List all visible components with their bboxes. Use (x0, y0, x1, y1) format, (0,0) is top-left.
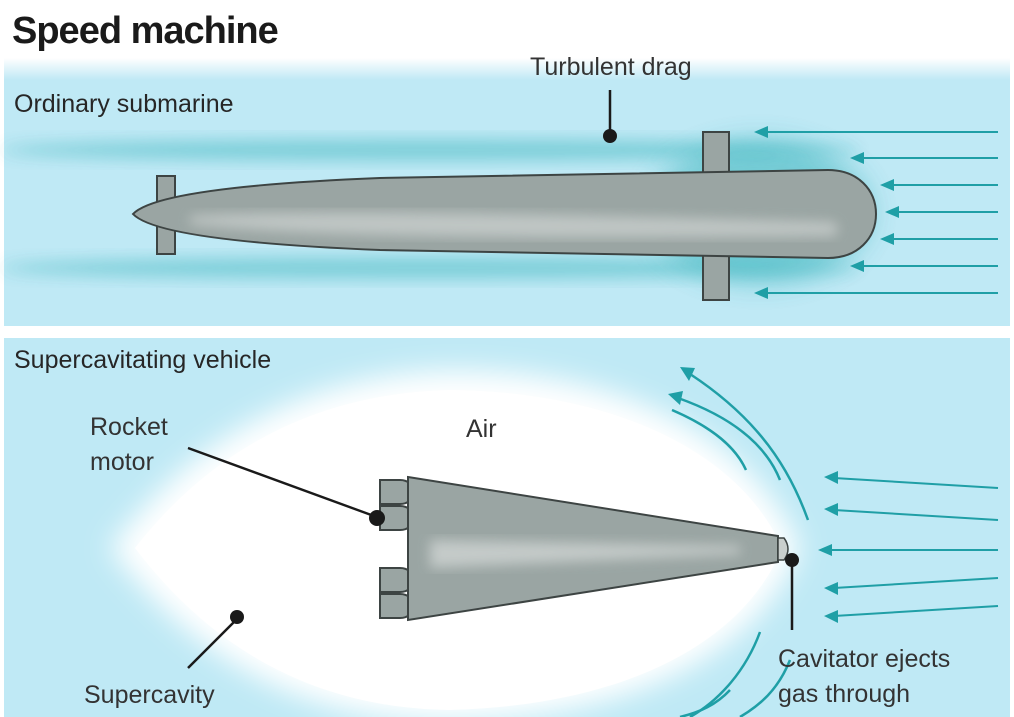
panel-label-supercavitating-vehicle: Supercavitating vehicle (14, 346, 272, 374)
cavitator-leader (785, 553, 799, 630)
vehicle-highlight (430, 540, 740, 568)
arrowhead-icon (668, 391, 683, 405)
deflection-arrowheads-upper (668, 367, 695, 405)
arrowhead-icon (824, 610, 838, 623)
arrowhead-icon (754, 287, 768, 299)
deflection-arrows-lower (679, 631, 792, 717)
ordinary-submarine (131, 131, 878, 301)
wake-upper (0, 140, 860, 160)
cavitator-nose (777, 537, 789, 561)
water-panel-top-fade (4, 58, 1010, 80)
arrowhead-icon (850, 152, 864, 164)
label-turbulent-drag: Turbulent drag (530, 53, 692, 81)
flow-arrows-bottom (818, 471, 999, 623)
arrowhead-icon (824, 582, 838, 595)
flow-arrow (671, 408, 748, 471)
leader-dot (369, 510, 385, 526)
flow-arrow (689, 372, 810, 521)
leader-line (187, 446, 375, 518)
label-cavitator-line2: gas through (778, 680, 911, 708)
submarine-hull-highlight (190, 212, 838, 238)
arrowhead-icon (885, 206, 899, 218)
flow-arrow (833, 477, 999, 489)
label-supercavity: Supercavity (84, 681, 215, 709)
flow-arrow (679, 689, 731, 717)
flow-arrow (739, 659, 792, 717)
panel-label-ordinary-submarine: Ordinary submarine (14, 90, 234, 118)
supercavitating-vehicle (379, 475, 789, 622)
deflection-arrows-upper (671, 372, 810, 521)
wake-lower (0, 258, 860, 278)
arrowhead-icon (754, 126, 768, 138)
arrowhead-icon (824, 471, 838, 484)
label-motor-line2: motor (90, 448, 154, 476)
flow-arrow (677, 396, 782, 481)
turbulent-drag-leader (603, 90, 617, 143)
flow-arrow (833, 605, 999, 617)
arrowhead-icon (850, 260, 864, 272)
label-cavitator-line1: Cavitator ejects (778, 645, 951, 673)
panel-divider (4, 326, 1010, 338)
flow-arrows-top (754, 126, 998, 299)
leader-dot (230, 610, 244, 624)
rocket-motor-leader (187, 446, 385, 526)
diagram-title: Speed machine (12, 10, 279, 52)
arrowhead-icon (880, 179, 894, 191)
flow-arrow (833, 509, 999, 521)
label-air: Air (466, 415, 497, 443)
arrowhead-icon (818, 544, 832, 556)
leader-line (187, 619, 237, 669)
leader-dot (785, 553, 799, 567)
arrowhead-icon (880, 233, 894, 245)
arrowhead-icon (824, 503, 838, 516)
flow-arrow (833, 577, 999, 589)
leader-dot (603, 129, 617, 143)
label-rocket-line1: Rocket (90, 413, 168, 441)
arrowhead-icon (680, 367, 695, 381)
supercavity-leader (187, 610, 244, 669)
